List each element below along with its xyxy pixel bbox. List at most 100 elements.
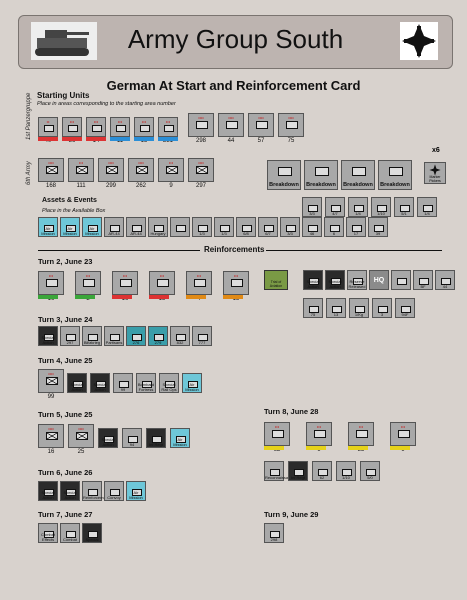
- turn-6-counter: Special Action: [60, 481, 80, 501]
- counter-label: Blitzkrieg: [83, 340, 101, 345]
- unit-symbol-icon: [132, 225, 142, 232]
- counter-label: 5/1: [401, 211, 407, 216]
- unit-symbol-icon: [96, 381, 106, 388]
- unit-value: 2: [86, 296, 90, 302]
- unit-value: 262: [135, 183, 146, 189]
- counter-label: Special Action: [41, 335, 55, 345]
- unit-symbol-icon: [270, 531, 280, 538]
- turn-5-counter: Air Mission: [170, 428, 190, 448]
- size-marker: •••: [159, 273, 165, 278]
- starting-unit-counter: ••••75: [278, 113, 304, 144]
- turn-8-units: •••62•••9•••33•••9: [264, 422, 432, 453]
- counter-label: 94F: [401, 312, 409, 317]
- turn-4-counter: Special Action: [67, 373, 87, 393]
- unit-symbol-icon: [157, 279, 169, 287]
- unit-symbol-icon: [128, 436, 138, 443]
- unit-symbol-icon: [400, 205, 410, 212]
- unit-value: 57: [257, 138, 265, 144]
- x6-label: x6: [432, 147, 440, 154]
- unit-symbol-icon: [278, 167, 292, 176]
- counter-label: 17: [353, 231, 359, 236]
- unit-symbol-icon: [46, 377, 58, 385]
- asset-counter: 6: [324, 217, 344, 237]
- turn-9-counter: 298: [264, 523, 284, 543]
- unit-symbol-icon: [196, 166, 208, 174]
- unit-symbol-icon: [270, 469, 280, 476]
- unit-symbol-icon: [314, 430, 326, 438]
- event-counter: Special Action: [303, 270, 323, 290]
- starting-unit-counter: •••36: [62, 117, 82, 144]
- unit-symbol-icon: [76, 432, 88, 440]
- asset-counter: AR-44: [104, 217, 124, 237]
- unit-symbol-icon: [377, 205, 387, 212]
- size-marker: ••••: [198, 115, 204, 120]
- counter-label: 276: [132, 340, 140, 345]
- breakdown-label: Breakdown: [380, 182, 410, 188]
- unit-value: 44: [227, 138, 235, 144]
- counter-label: AR-44: [130, 231, 142, 236]
- unit-value: 33: [357, 447, 365, 453]
- unit-value: 75: [287, 138, 295, 144]
- reinforcement-counter: ••• 13: [149, 271, 175, 302]
- unit-symbol-icon: [374, 225, 384, 232]
- starting-unit-counter: •••14: [86, 117, 106, 144]
- size-marker: ••••: [138, 160, 144, 165]
- unit-symbol-icon: [331, 278, 341, 285]
- unit-symbol-icon: [44, 531, 54, 538]
- turn-4-counter: ••••99: [38, 369, 64, 400]
- group2-label: 6th Army: [26, 161, 32, 185]
- divider-right: [266, 250, 442, 251]
- unit-symbol-icon: [366, 469, 376, 476]
- counter-label: Partisans: [105, 340, 123, 345]
- breakdown-label: Breakdown: [269, 182, 299, 188]
- unit-symbol-icon: [66, 225, 76, 232]
- unit-value: 13: [232, 296, 240, 302]
- asset-counter: 3/3: [280, 217, 300, 237]
- unit-symbol-icon: [154, 334, 164, 341]
- starting-unit-counter: •••11: [110, 117, 130, 144]
- unit-symbol-icon: [68, 125, 78, 132]
- unit-value: 13: [158, 296, 166, 302]
- unit-symbol-icon: [352, 225, 362, 232]
- color-band: [186, 295, 206, 299]
- unit-symbol-icon: [401, 306, 411, 313]
- unit-symbol-icon: [110, 225, 120, 232]
- unit-value: 111: [76, 183, 86, 189]
- unit-symbol-icon: [331, 205, 341, 212]
- unit-symbol-icon: [88, 225, 98, 232]
- unit-symbol-icon: [226, 121, 238, 129]
- counter-label: Special: [85, 537, 99, 542]
- counter-label: 94: [129, 442, 135, 447]
- counter-label: 6/7: [265, 231, 271, 236]
- event-counter: [391, 270, 411, 290]
- color-band: [110, 137, 130, 141]
- reinforcement-counter: •••16: [112, 271, 138, 302]
- breakdown-label: Breakdown: [306, 182, 336, 188]
- reinforcement-counter: •••2: [75, 271, 101, 302]
- size-marker: •••: [165, 119, 171, 124]
- counter-label: Reconnaissance: [265, 475, 295, 480]
- starting-unit-counter: •••231: [158, 117, 178, 144]
- starting-unit-counter: ••••57: [248, 113, 274, 144]
- unit-symbol-icon: [353, 278, 363, 285]
- turn-4-counter: Special Rail Ops: [159, 373, 179, 393]
- breakdown-row: Breakdown Breakdown Breakdown Breakdown: [267, 160, 415, 190]
- starting-unit-counter: ••40: [38, 117, 58, 144]
- color-band: [62, 137, 82, 141]
- counter-label: 297: [66, 340, 74, 345]
- card-subtitle: German At Start and Reinforcement Card: [106, 78, 361, 93]
- unit-value: 299: [105, 183, 116, 189]
- unit-symbol-icon: [389, 167, 403, 176]
- counter-label: 298: [270, 537, 278, 542]
- unit-value: 168: [45, 183, 56, 189]
- asset-counter: 1/Kg: [349, 298, 369, 318]
- turn-3-label: Turn 3, June 24: [38, 315, 93, 324]
- size-marker: •••: [168, 160, 174, 165]
- tank-icon: [31, 22, 97, 60]
- breakdown-label: Breakdown: [343, 182, 373, 188]
- asset-counter: [170, 217, 190, 237]
- turn-6-counter: Special Action: [38, 481, 58, 501]
